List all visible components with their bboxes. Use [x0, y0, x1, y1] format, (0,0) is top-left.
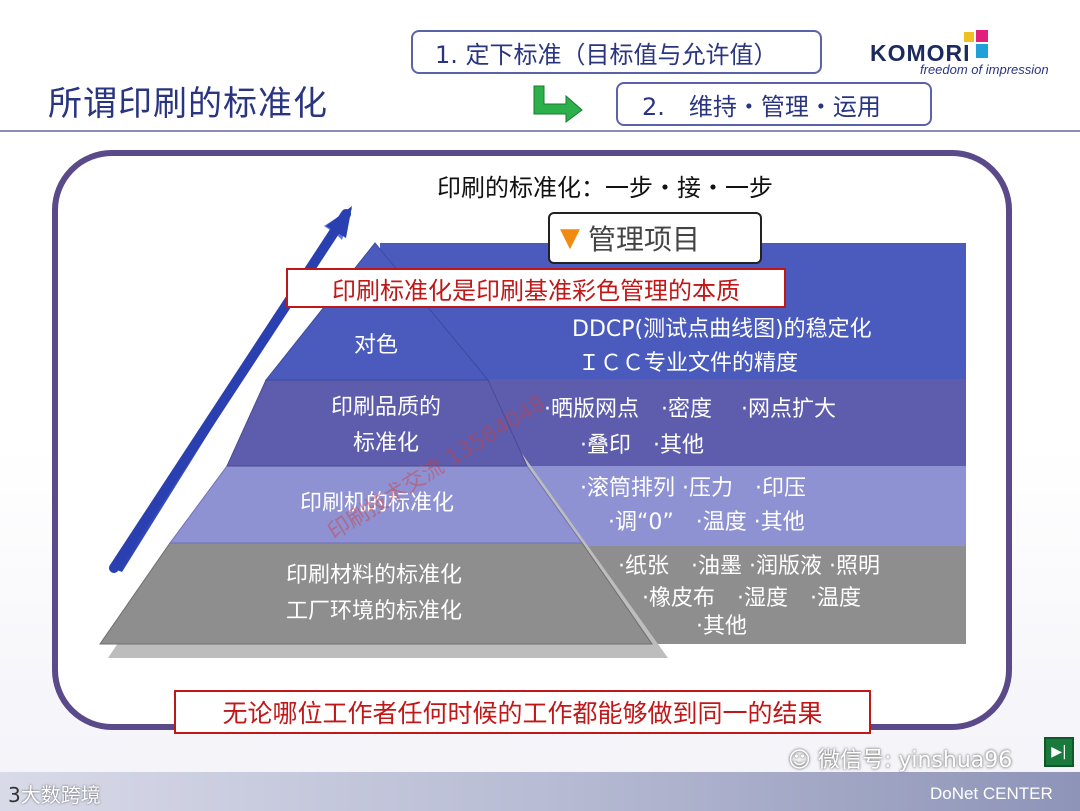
footer-bar [0, 772, 1080, 811]
logo-wordmark: KOMORI [870, 40, 971, 66]
band1-item-1: DDCP(测试点曲线图)的稳定化 [572, 317, 872, 342]
band2-item-1: ·晒版网点 ·密度 ·网点扩大 [544, 397, 836, 422]
band2-item-2: ·叠印 ·其他 [580, 433, 704, 458]
tier-label-color: 对色 [306, 328, 446, 364]
logo-tagline: freedom of impression [920, 62, 1049, 77]
wechat-watermark: ☺ 微信号: yinshua96 [788, 742, 1012, 774]
band4-item-1: ·纸张 ·油墨 ·润版液 ·照明 [618, 554, 880, 579]
band3-item-1: ·滚筒排列 ·压力 ·印压 [580, 476, 806, 501]
page-number: 3 [8, 783, 21, 807]
slide-title: 所谓印刷的标准化 [48, 84, 328, 124]
green-arrow-icon [533, 85, 583, 123]
tier-label-quality: 印刷品质的 标准化 [286, 390, 486, 462]
management-items-label: 管理项目 [588, 223, 701, 256]
play-next-icon: ▶| [1051, 744, 1067, 760]
page-number-area: 3大数跨境 [8, 779, 101, 808]
wechat-id: 微信号: yinshua96 [817, 748, 1013, 773]
pyramid-tier-color [264, 242, 490, 381]
tier-label-materials-line-1: 印刷材料的标准化 [285, 563, 462, 588]
triangle-down-icon: ▼ [560, 223, 580, 253]
footer-brand: DoNet CENTER [930, 784, 1053, 803]
next-slide-button[interactable]: ▶| [1044, 737, 1074, 767]
komori-logo: KOMORI freedom of impression [866, 28, 1056, 88]
conclusion-box: 无论哪位工作者任何时候的工作都能够做到同一的结果 [174, 690, 871, 734]
management-items-header: ▼ 管理项目 [548, 212, 762, 264]
tier-label-press: 印刷机的标准化 [252, 486, 502, 522]
tier-label-quality-line-2: 标准化 [352, 431, 419, 456]
tier-label-color-line-1: 对色 [353, 333, 398, 358]
left-watermark: 大数跨境 [20, 783, 101, 807]
tier-label-materials-line-2: 工厂环境的标准化 [285, 599, 462, 624]
header-divider [0, 130, 1080, 132]
step-one-box: 1. 定下标准（目标值与允许值） [411, 30, 822, 74]
core-statement-box: 印刷标准化是印刷基准彩色管理的本质 [286, 268, 786, 308]
tier-label-materials: 印刷材料的标准化 工厂环境的标准化 [244, 558, 504, 630]
band4-item-3: ·其他 [696, 614, 747, 639]
rising-arrow-head [326, 206, 352, 238]
band3-item-2: ·调“0” ·温度 ·其他 [608, 510, 805, 535]
band4-item-2: ·橡皮布 ·湿度 ·温度 [642, 586, 861, 611]
tier-label-press-line-1: 印刷机的标准化 [299, 491, 454, 516]
diagram-subtitle: 印刷的标准化：一步・接・一步 [437, 174, 773, 202]
step-two-box: 2. 维持・管理・运用 [616, 82, 932, 126]
wechat-icon: ☺ [788, 748, 811, 773]
band-color-matching: DDCP(测试点曲线图)的稳定化 ＩＣＣ专业文件的精度 [380, 243, 966, 379]
band1-item-2: ＩＣＣ专业文件的精度 [578, 351, 799, 376]
tier-label-quality-line-1: 印刷品质的 [330, 395, 441, 420]
logo-color-blocks [964, 30, 988, 58]
